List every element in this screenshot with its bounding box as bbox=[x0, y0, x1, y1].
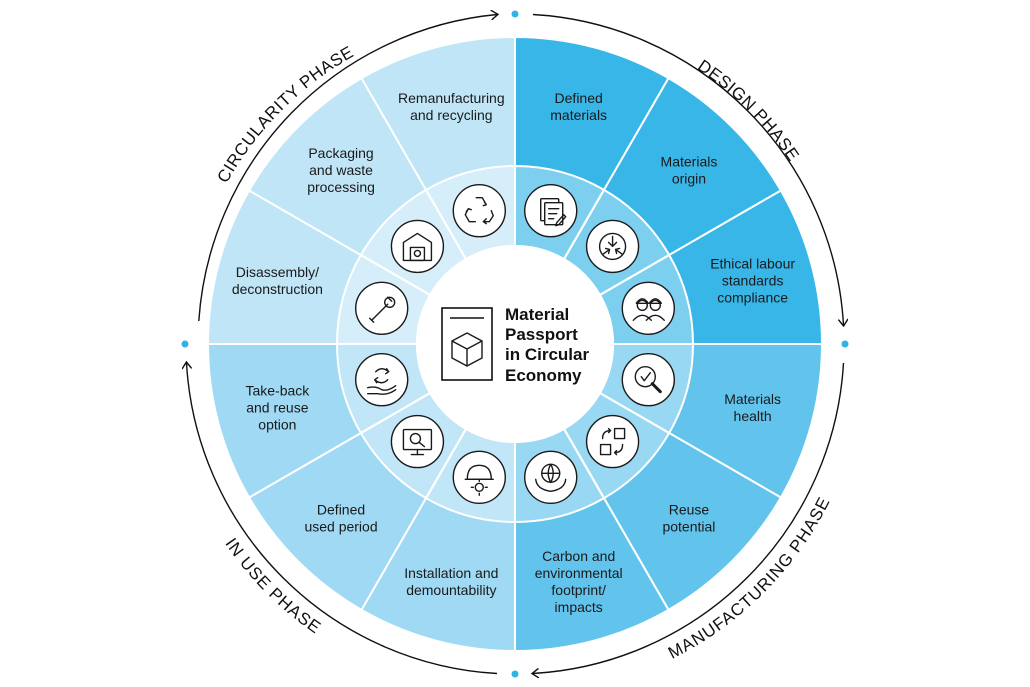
segment-label-line: health bbox=[734, 408, 772, 424]
arc-in-use-to-circularity bbox=[187, 363, 498, 675]
segment-label-line: impacts bbox=[555, 599, 603, 615]
segment-label-line: processing bbox=[307, 179, 375, 195]
segment-label-line: Defined bbox=[317, 501, 365, 517]
segment-label-line: Ethical labour bbox=[710, 255, 795, 271]
phase-arcs bbox=[187, 15, 844, 674]
segment-label-line: footprint/ bbox=[551, 582, 606, 598]
segment-label-line: demountability bbox=[406, 582, 496, 598]
segment-label-line: and recycling bbox=[410, 107, 493, 123]
recycle-icon bbox=[452, 184, 506, 238]
center-title-line-1: Material bbox=[505, 305, 569, 324]
segment-label-line: Packaging bbox=[308, 145, 373, 161]
segment-label-line: materials bbox=[550, 107, 607, 123]
segment-label-line: Carbon and bbox=[542, 548, 615, 564]
segment-label-line: and waste bbox=[309, 162, 373, 178]
segment-label-line: potential bbox=[662, 518, 715, 534]
helmet-gear-icon bbox=[452, 450, 506, 504]
warehouse-icon bbox=[390, 219, 445, 274]
center-title-line-3: in Circular bbox=[505, 345, 589, 364]
globe-hands-icon bbox=[524, 450, 578, 504]
segment-label-line: Materials bbox=[661, 154, 718, 170]
segment-label-line: used period bbox=[304, 518, 377, 534]
segment-label-line: deconstruction bbox=[232, 281, 323, 297]
segment-label-line: Disassembly/ bbox=[236, 264, 319, 280]
document-edit-icon bbox=[524, 184, 578, 238]
segment-label-line: Take-back bbox=[245, 383, 310, 399]
segment-label-line: and reuse bbox=[246, 400, 308, 416]
segment-label-line: origin bbox=[672, 171, 706, 187]
center-title-line-2: Passport bbox=[505, 325, 578, 344]
phase-dots bbox=[181, 10, 849, 678]
segment-label-line: environmental bbox=[535, 565, 623, 581]
segment-icons bbox=[355, 184, 675, 504]
segment-label-line: Reuse bbox=[669, 501, 710, 517]
center-disc bbox=[417, 246, 613, 442]
workers-icon bbox=[621, 281, 675, 335]
arc-circularity-to-design bbox=[198, 15, 497, 322]
wrench-icon bbox=[355, 281, 409, 335]
segment-label-10: Disassembly/deconstruction bbox=[232, 264, 323, 297]
segment-label-line: Defined bbox=[555, 90, 603, 106]
phase-dot-bottom bbox=[511, 670, 519, 678]
passport-cube-icon bbox=[441, 307, 493, 381]
monitor-search-icon bbox=[390, 414, 445, 469]
origin-arrows-icon bbox=[585, 219, 640, 274]
segment-label-line: standards bbox=[722, 272, 783, 288]
reuse-blocks-icon bbox=[585, 414, 640, 469]
segment-label-line: Installation and bbox=[404, 565, 498, 581]
segment-label-line: Materials bbox=[724, 391, 781, 407]
segment-label-line: compliance bbox=[717, 289, 788, 305]
phase-dot-left bbox=[181, 340, 189, 348]
hand-recycle-icon bbox=[355, 353, 409, 407]
center-title-line-4: Economy bbox=[505, 366, 582, 385]
phase-dot-right bbox=[841, 340, 849, 348]
magnifier-check-icon bbox=[621, 353, 675, 407]
phase-dot-top bbox=[511, 10, 519, 18]
arc-design-to-manufacturing bbox=[532, 13, 844, 326]
segment-label-line: Remanufacturing bbox=[398, 90, 505, 106]
segment-label-line: option bbox=[258, 417, 296, 433]
arc-manufacturing-to-in-use bbox=[533, 362, 845, 674]
